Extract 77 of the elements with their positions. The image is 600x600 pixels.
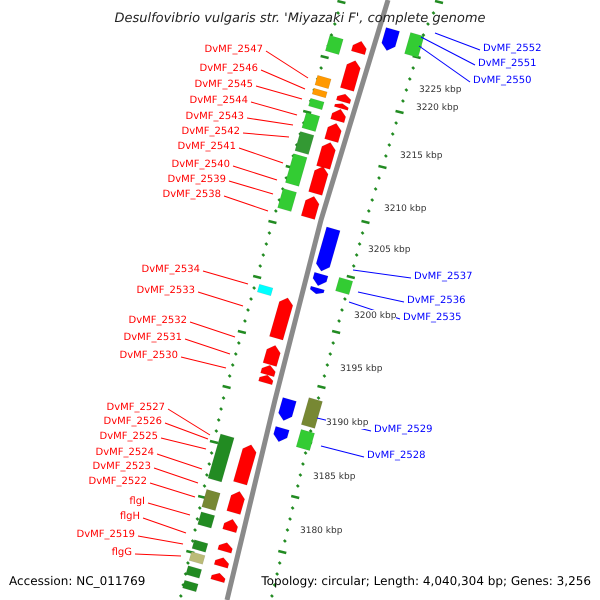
- gene-label: DvMF_2547: [204, 44, 263, 56]
- leader-line: [352, 270, 412, 278]
- leader-line: [184, 338, 230, 354]
- leader-line: [232, 166, 278, 180]
- gene-label: DvMF_2526: [104, 416, 162, 428]
- genome-summary: Topology: circular; Length: 4,040,304 bp; Genes: 3,256: [261, 574, 591, 589]
- gene-label: DvMF_2527: [106, 402, 165, 414]
- gene-label: DvMF_2530: [120, 350, 178, 362]
- gene-label: DvMF_2519: [76, 529, 135, 541]
- gene-label: DvMF_2534: [142, 264, 200, 276]
- leader-line: [160, 438, 206, 450]
- scale-label: 3215 kbp: [400, 150, 442, 162]
- leader-line: [238, 148, 284, 164]
- leader-line: [224, 196, 268, 212]
- scale-label: 3200 kbp: [354, 310, 396, 322]
- scale-label: 3195 kbp: [340, 363, 382, 375]
- leader-line: [198, 292, 244, 306]
- leader-line: [434, 32, 480, 50]
- scale-label: 3185 kbp: [313, 471, 356, 483]
- gene-label: flgG: [112, 547, 132, 559]
- leader-line: [164, 422, 208, 440]
- gene-label: DvMF_2541: [178, 141, 236, 153]
- leader-line: [134, 554, 182, 556]
- gene-label: DvMF_2550: [473, 75, 532, 87]
- gene-label: DvMF_2522: [88, 476, 147, 488]
- genome-title: Desulfovibrio vulgaris str. 'Miyazaki F', complete genome: [113, 11, 487, 27]
- leader-line: [266, 50, 308, 78]
- gene-label: DvMF_2535: [403, 312, 462, 324]
- leader-line: [358, 292, 404, 302]
- scale-label: 3190 kbp: [326, 417, 368, 429]
- gene-label: DvMF_2536: [407, 295, 466, 307]
- leader-line: [154, 468, 198, 484]
- gene-label: DvMF_2532: [128, 315, 187, 327]
- leader-line: [142, 518, 186, 534]
- gene-label: DvMF_2528: [367, 450, 426, 462]
- gene-label: DvMF_2525: [100, 431, 158, 443]
- leader-line: [156, 454, 202, 470]
- gene-label: DvMF_2523: [92, 461, 151, 473]
- gene-label: DvMF_2540: [172, 159, 230, 171]
- gene-label: DvMF_2529: [374, 424, 432, 436]
- gene-label: DvMF_2545: [194, 79, 253, 91]
- scale-label: 3220 kbp: [416, 102, 458, 114]
- gene-label: DvMF_2537: [414, 271, 472, 283]
- gene-label: DvMF_2544: [190, 95, 248, 107]
- gene-label: DvMF_2531: [124, 332, 182, 344]
- gene-label: DvMF_2543: [186, 111, 244, 123]
- gene-label: DvMF_2524: [96, 447, 154, 459]
- scale-label: 3210 kbp: [384, 203, 426, 215]
- leader-line: [242, 132, 290, 138]
- leader-line: [138, 536, 184, 544]
- leader-line: [148, 502, 190, 516]
- gene-label: DvMF_2533: [136, 285, 195, 297]
- gene-label: DvMF_2551: [478, 58, 536, 70]
- leader-line: [418, 46, 470, 82]
- gene-label: DvMF_2552: [483, 43, 542, 55]
- gene-label: flgH: [120, 511, 140, 523]
- leader-line: [168, 408, 210, 436]
- leader-line: [180, 356, 226, 368]
- leader-line: [150, 482, 196, 498]
- leader-line: [260, 70, 306, 90]
- gene-label: flgI: [129, 496, 145, 508]
- leader-line: [320, 446, 364, 458]
- scale-label: 3180 kbp: [300, 525, 342, 537]
- leader-line: [190, 322, 236, 338]
- gene-label: DvMF_2542: [182, 126, 240, 138]
- leader-line: [202, 270, 248, 284]
- leader-line: [228, 180, 274, 194]
- leader-line: [250, 102, 298, 116]
- accession-label: Accession: NC_011769: [9, 574, 146, 589]
- leader-line: [256, 86, 302, 100]
- gene-label: DvMF_2539: [168, 174, 226, 186]
- leader-line: [420, 36, 476, 66]
- scale-label: 3205 kbp: [368, 244, 410, 256]
- leader-line: [246, 118, 294, 126]
- gene-label: DvMF_2546: [200, 63, 258, 75]
- scale-label: 3225 kbp: [419, 84, 462, 96]
- gene-label: DvMF_2538: [162, 189, 221, 201]
